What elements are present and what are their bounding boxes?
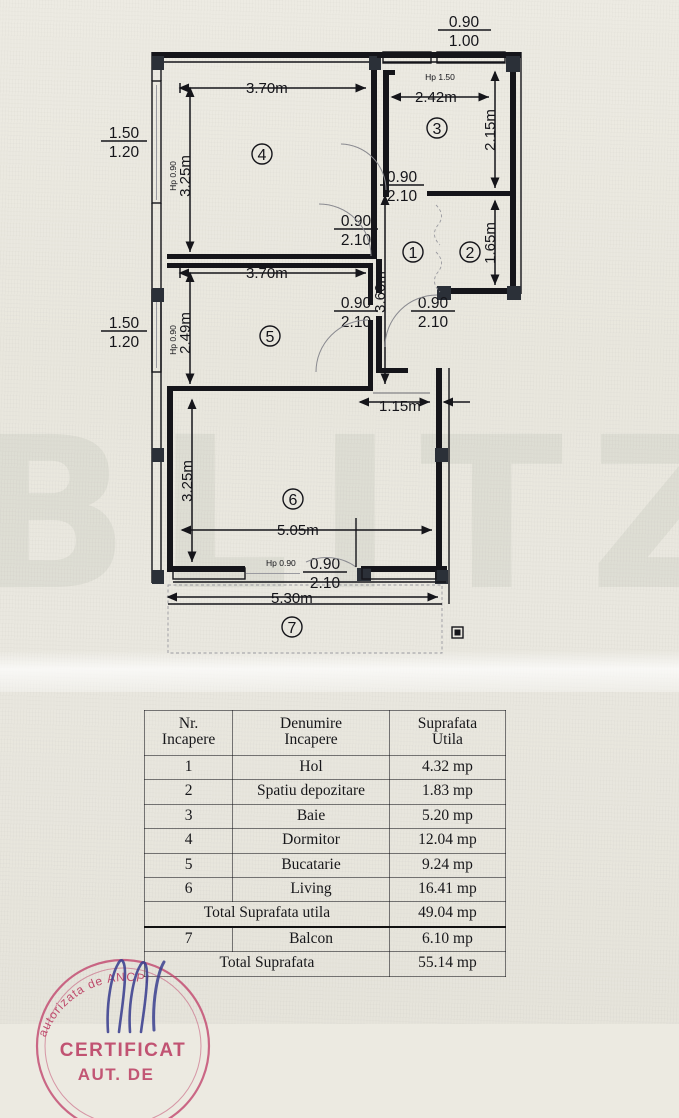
svg-text:7: 7 [288, 620, 297, 637]
stamp-line2: AUT. DE [78, 1065, 155, 1084]
row-nr: 2 [143, 779, 234, 805]
row-area: 1.83 mp [388, 779, 507, 805]
row-name: Baie [232, 803, 390, 830]
total-utila-row: Total Suprafata utila 49.04 mp [144, 901, 507, 928]
total-utila-label: Total Suprafata utila [144, 901, 390, 928]
header-name-l2: Incapere [284, 731, 338, 749]
opening-door-storage-w: 0.90 [418, 295, 449, 312]
dim-living-height: 3.25m [179, 460, 196, 502]
row-nr: 1 [143, 754, 234, 781]
room-marker-7: 7 [281, 616, 303, 638]
row-name: Dormitor [232, 828, 390, 854]
room-marker-5: 5 [259, 325, 281, 347]
row-area: 5.20 mp [388, 803, 507, 830]
opening-bath-window-h: 1.00 [449, 33, 480, 50]
svg-text:4: 4 [258, 147, 267, 164]
opening-door-bath-w: 0.90 [387, 169, 418, 186]
total-row: Total Suprafata 55.14 mp [144, 951, 507, 977]
room-marker-1: 1 [402, 241, 424, 263]
floor-plan-drawing: .wall{fill:#15151a;} .thin{stroke:#15151… [101, 14, 522, 654]
svg-text:5: 5 [266, 329, 275, 346]
dim-balcony-width: 5.30m [271, 590, 313, 607]
dim-storage-height: 1.65m [482, 222, 499, 264]
dim-dorm-width: 3.70m [246, 80, 288, 97]
paper-background [0, 0, 679, 1024]
area-table-container: Nr. Incapere Denumire Incapere Suprafata… [143, 710, 507, 977]
dim-bath-width: 2.42m [415, 89, 457, 106]
header-name: Denumire Incapere [232, 710, 390, 756]
row-name: Living [232, 876, 390, 903]
balcony-name: Balcon [232, 925, 390, 953]
room-marker-2: 2 [459, 241, 481, 263]
header-area: Suprafata Utila [388, 710, 507, 756]
row-name: Bucatarie [232, 852, 390, 878]
opening-door-storage-h: 2.10 [418, 314, 449, 331]
svg-text:1: 1 [409, 245, 418, 262]
total-utila-value: 49.04 mp [388, 901, 507, 928]
room-marker-4: 4 [251, 143, 273, 165]
opening-left-window-top-h: 1.20 [109, 144, 140, 161]
dim-bath-height: 2.15m [482, 109, 499, 151]
dim-hall-height: 3.60m [372, 271, 389, 313]
header-name-l1: Denumire [280, 715, 342, 732]
header-nr-l2: Incapere [161, 731, 216, 749]
room-marker-3: 3 [426, 117, 448, 139]
sill-window-bath: Hp 1.50 [425, 72, 455, 82]
table-header-row: Nr. Incapere Denumire Incapere Suprafata… [143, 710, 507, 756]
dim-hall-bottom: 1.15m [379, 398, 421, 415]
balcony-area: 6.10 mp [388, 925, 507, 953]
row-area: 12.04 mp [388, 828, 507, 854]
row-nr: 3 [143, 803, 234, 830]
opening-door-balcony-h: 2.10 [310, 575, 341, 592]
room-marker-6: 6 [282, 488, 304, 510]
balcony-row: 7 Balcon 6.10 mp [143, 925, 507, 953]
total-value: 55.14 mp [388, 951, 507, 977]
dim-kitchen-width: 3.70m [246, 265, 288, 282]
row-nr: 5 [143, 852, 234, 878]
opening-left-window-bottom-w: 1.50 [109, 315, 140, 332]
header-area-l2: Utila [431, 731, 463, 749]
row-area: 9.24 mp [388, 852, 507, 878]
row-nr: 4 [143, 828, 234, 854]
header-area-l1: Suprafata [417, 715, 478, 732]
opening-door-dorm-h: 2.10 [341, 232, 372, 249]
dim-dorm-height: 3.25m [177, 155, 194, 197]
scan-light-band [0, 650, 679, 692]
area-table: Nr. Incapere Denumire Incapere Suprafata… [143, 710, 507, 977]
opening-left-window-bottom-h: 1.20 [109, 334, 140, 351]
total-label: Total Suprafata [144, 951, 390, 977]
sill-window-left-bottom: Hp 0.90 [168, 325, 178, 355]
header-nr: Nr. Incapere [143, 710, 234, 756]
balcony-nr: 7 [143, 925, 234, 953]
header-nr-l1: Nr. [178, 715, 199, 732]
svg-text:3: 3 [433, 121, 442, 138]
opening-door-kitchen-h: 2.10 [341, 314, 372, 331]
sill-window-living: Hp 0.90 [266, 558, 296, 568]
row-area: 16.41 mp [388, 876, 507, 903]
svg-text:6: 6 [289, 492, 298, 509]
opening-door-dorm-w: 0.90 [341, 213, 372, 230]
sill-window-left-top: Hp 0.90 [168, 161, 178, 191]
row-name: Hol [232, 754, 390, 781]
opening-door-balcony-w: 0.90 [310, 556, 341, 573]
row-area: 4.32 mp [388, 754, 507, 781]
opening-left-window-top-w: 1.50 [109, 125, 140, 142]
stamp-line1: CERTIFICAT [60, 1040, 187, 1061]
dim-living-width: 5.05m [277, 522, 319, 539]
dim-kitchen-height: 2.49m [177, 312, 194, 354]
row-nr: 6 [143, 876, 234, 903]
svg-text:2: 2 [466, 245, 475, 262]
opening-bath-window-w: 0.90 [449, 14, 480, 31]
watermark-text: BLITZ [0, 392, 679, 637]
opening-door-bath-h: 2.10 [387, 188, 418, 205]
opening-door-kitchen-w: 0.90 [341, 295, 372, 312]
row-name: Spatiu depozitare [232, 779, 390, 805]
